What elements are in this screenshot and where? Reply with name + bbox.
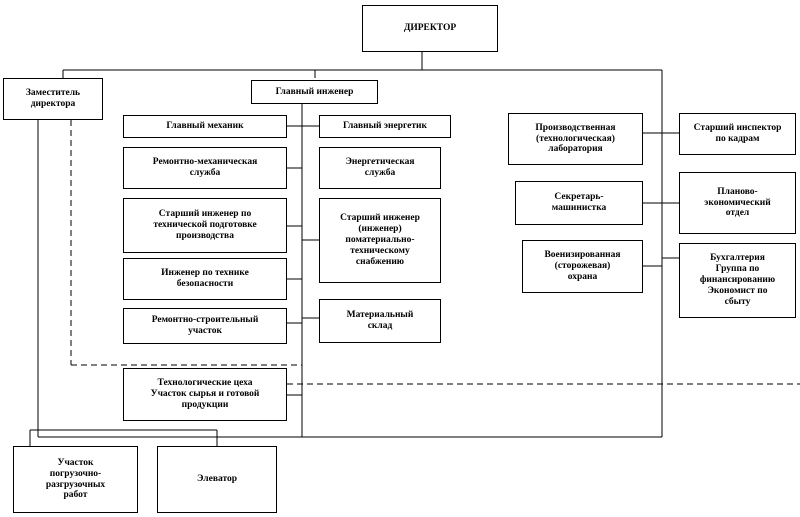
safety-engineer-label: Инженер по технике безопасности — [161, 268, 249, 289]
repair-mechanical-service-label: Ремонтно-механическая служба — [152, 157, 258, 178]
accounting-box: Бухгалтерия Группа по финансированию Эко… — [679, 243, 796, 318]
chief-power-engineer-label: Главный энергетик — [342, 121, 428, 132]
deputy-director-label: Заместитель директора — [25, 88, 81, 109]
chief-engineer-label: Главный инженер — [275, 86, 354, 97]
senior-engineer-supply-box: Старший инженер (инженер) поматериально-… — [319, 198, 441, 283]
elevator-label: Элеватор — [196, 474, 238, 485]
paramilitary-guard-box: Военизированная (сторожевая) охрана — [522, 240, 643, 293]
production-lab-label: Производственная (технологическая) лабор… — [535, 122, 616, 155]
repair-construction-site-label: Ремонтно-строительный участок — [151, 315, 259, 336]
tech-shops-label: Технологические цеха Участок сырья и гот… — [150, 378, 260, 410]
chief-engineer-box: Главный инженер — [251, 80, 378, 104]
director-box: ДИРЕКТОР — [362, 5, 498, 52]
safety-engineer-box: Инженер по технике безопасности — [123, 258, 287, 300]
elevator-box: Элеватор — [157, 446, 277, 513]
senior-hr-inspector-label: Старший инспектор по кадрам — [693, 123, 782, 144]
senior-engineer-tech-prep-box: Старший инженер по технической подготовк… — [123, 198, 287, 253]
paramilitary-guard-label: Военизированная (сторожевая) охрана — [544, 250, 621, 282]
deputy-director-box: Заместитель директора — [3, 78, 103, 120]
planning-economic-dept-box: Планово- экономический отдел — [679, 172, 796, 234]
chief-power-engineer-box: Главный энергетик — [319, 115, 451, 138]
repair-mechanical-service-box: Ремонтно-механическая служба — [123, 147, 287, 189]
loading-unloading-site-box: Участок погрузочно- разгрузочных работ — [13, 446, 138, 513]
chief-mechanic-box: Главный механик — [123, 115, 287, 138]
power-service-box: Энергетическая служба — [319, 147, 441, 189]
senior-engineer-supply-label: Старший инженер (инженер) поматериально-… — [340, 213, 420, 267]
secretary-typist-box: Секретарь- машинистка — [515, 181, 643, 225]
secretary-typist-label: Секретарь- машинистка — [551, 192, 607, 213]
loading-unloading-site-label: Участок погрузочно- разгрузочных работ — [45, 457, 106, 501]
senior-hr-inspector-box: Старший инспектор по кадрам — [679, 113, 796, 155]
material-warehouse-box: Материальный склад — [319, 299, 441, 343]
production-lab-box: Производственная (технологическая) лабор… — [508, 113, 643, 165]
material-warehouse-label: Материальный склад — [346, 310, 414, 331]
repair-construction-site-box: Ремонтно-строительный участок — [123, 308, 287, 344]
accounting-label: Бухгалтерия Группа по финансированию Эко… — [699, 253, 776, 307]
planning-economic-dept-label: Планово- экономический отдел — [704, 186, 771, 219]
tech-shops-box: Технологические цеха Участок сырья и гот… — [123, 368, 287, 421]
chief-mechanic-label: Главный механик — [166, 121, 244, 132]
senior-engineer-tech-prep-label: Старший инженер по технической подготовк… — [153, 209, 257, 241]
director-label: ДИРЕКТОР — [403, 23, 457, 34]
power-service-label: Энергетическая служба — [345, 157, 415, 178]
